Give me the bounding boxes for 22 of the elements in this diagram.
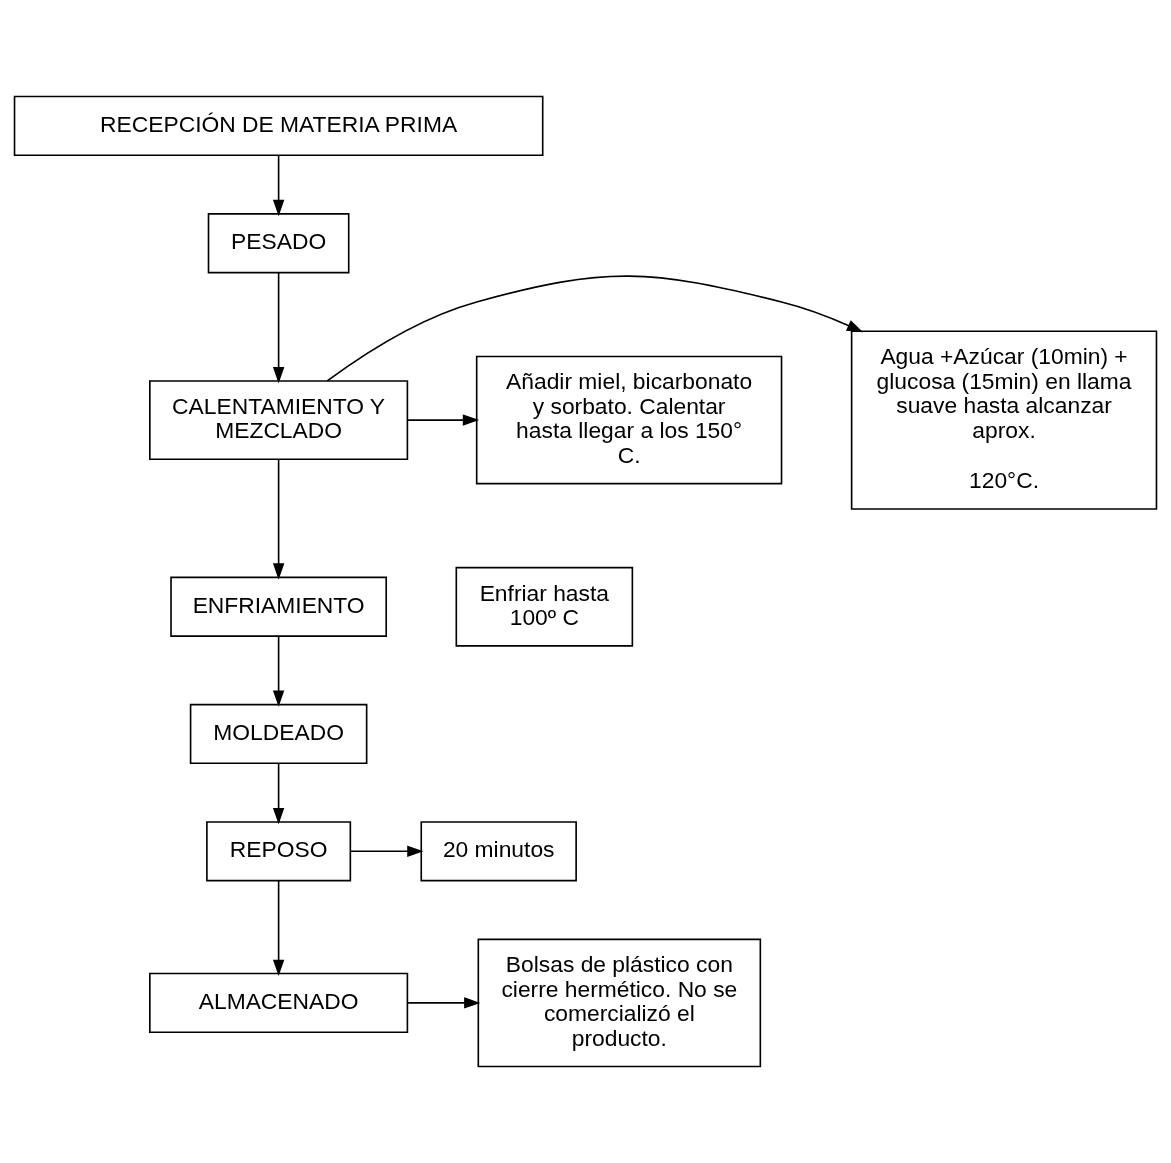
node-box: Bolsas de plástico con cierre hermético. No se comercializó el producto. bbox=[477, 938, 762, 1068]
node-box: RECEPCIÓN DE MATERIA PRIMA bbox=[13, 95, 544, 157]
node-box: Añadir miel, bicarbonato y sorbato. Calentar hasta llegar a los 150° C. bbox=[475, 355, 783, 485]
arrow bbox=[272, 762, 285, 825]
node-box: REPOSO bbox=[206, 821, 352, 882]
node-box: CALENTAMIENTO Y MEZCLADO bbox=[149, 380, 409, 461]
arrow bbox=[407, 414, 480, 426]
node-box: PESADO bbox=[207, 213, 350, 274]
node-box: ALMACENADO bbox=[149, 972, 409, 1034]
arrow bbox=[272, 635, 285, 707]
arrow bbox=[326, 275, 864, 382]
node-box: 20 minutos bbox=[420, 821, 577, 882]
node-box: MOLDEADO bbox=[189, 703, 368, 765]
node-box: Agua +Azúcar (10min) + glucosa (15min) en llama suave hasta alcanzar aprox. 120°C. bbox=[850, 330, 1158, 510]
arrow bbox=[272, 271, 285, 384]
node-box: Enfriar hasta 100º C bbox=[455, 566, 634, 647]
arrow bbox=[272, 154, 285, 217]
arrow bbox=[406, 997, 481, 1009]
arrow bbox=[349, 845, 424, 857]
arrow bbox=[272, 458, 285, 580]
arrow bbox=[272, 880, 285, 976]
node-box: ENFRIAMIENTO bbox=[170, 576, 388, 637]
